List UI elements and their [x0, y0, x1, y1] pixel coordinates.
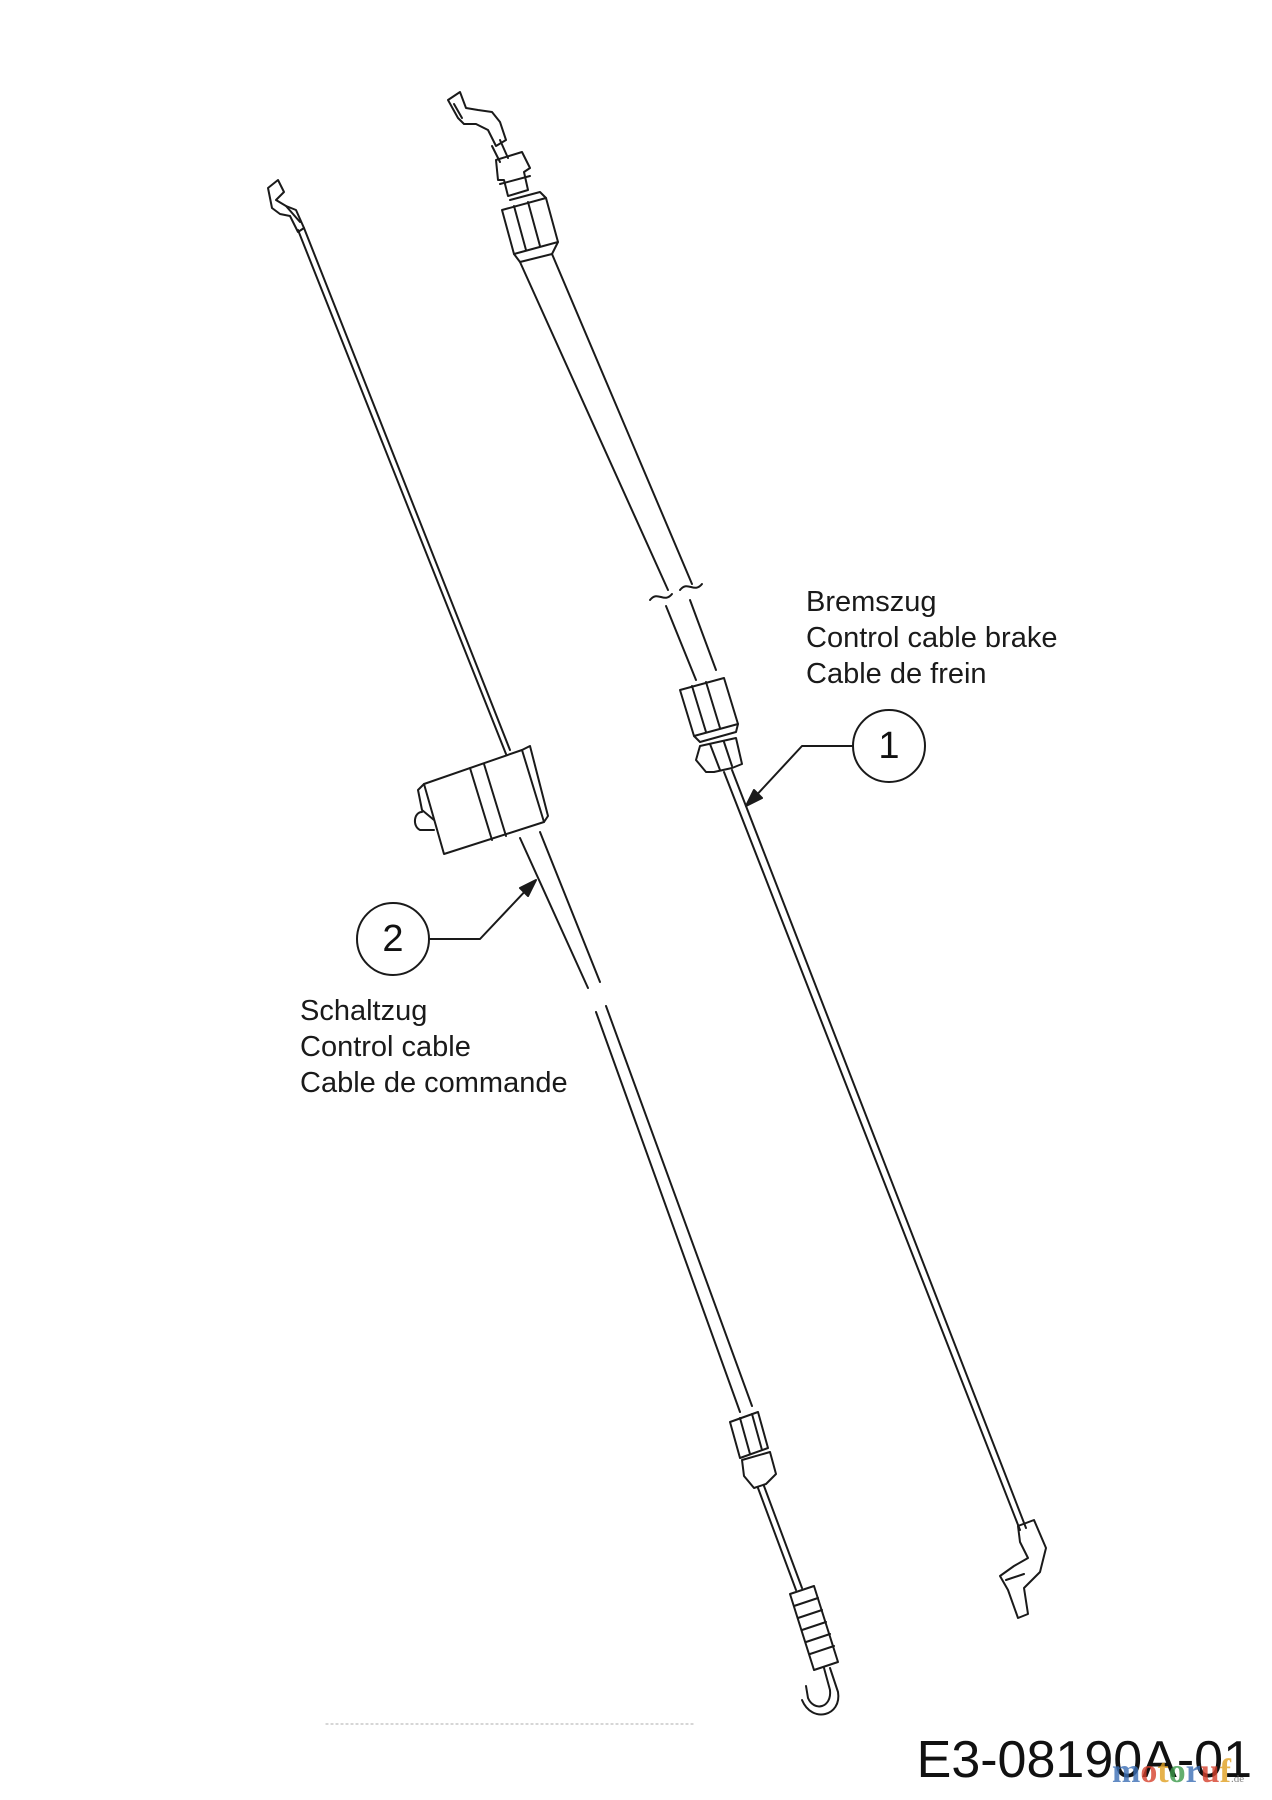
motoruf-watermark-logo: motoruf.de	[1112, 1752, 1244, 1799]
watermark-letter: o	[1168, 1753, 1186, 1790]
part-1-name-fr: Cable de frein	[806, 658, 987, 690]
callout-1	[745, 709, 926, 807]
control-cable-ferrule	[729, 1411, 769, 1459]
part-1-name-en: Control cable brake	[806, 622, 1058, 654]
callout-2-number: 2	[382, 918, 404, 960]
control-cable-clip	[741, 1451, 777, 1489]
part-2-name-en: Control cable	[300, 1031, 471, 1063]
brake-cable-housing-lower	[665, 599, 717, 681]
brake-cable	[447, 91, 1047, 1619]
watermark-letter: o	[1140, 1753, 1158, 1790]
callout-2-leader	[428, 885, 531, 940]
control-cable-end-hook	[805, 1667, 832, 1708]
watermark-letter: f	[1219, 1753, 1231, 1790]
part-1-label: Bremszug Control cable brake Cable de fr…	[806, 584, 1057, 692]
brake-cable-housing-upper	[519, 253, 693, 591]
watermark-letter: t	[1157, 1753, 1169, 1790]
part-1-name-de: Bremszug	[806, 586, 937, 618]
drawing-code: E3-08190A-01	[916, 1731, 1252, 1789]
brake-cable-inner-wire	[723, 769, 1027, 1531]
brake-cable-lower-clip	[695, 737, 743, 773]
brake-cable-top-hook	[447, 91, 507, 147]
watermark-letter: r	[1185, 1753, 1201, 1790]
watermark-letter: m	[1112, 1753, 1141, 1790]
part-2-name-de: Schaltzug	[300, 995, 428, 1027]
control-cable-lower-wire	[757, 1485, 803, 1591]
control-cable	[267, 179, 840, 1716]
brake-cable-bottom-hook	[999, 1519, 1047, 1619]
control-cable-housing-upper	[519, 831, 601, 989]
brake-cable-lower-ferrule	[679, 677, 739, 737]
watermark-letter: u	[1200, 1753, 1220, 1790]
callout-1-arrowhead	[745, 789, 763, 807]
part-2-name-fr: Cable de commande	[300, 1067, 568, 1099]
watermark-suffix: .de	[1231, 1773, 1245, 1785]
control-cable-upper-wire	[297, 227, 511, 755]
control-cable-top-hook	[267, 179, 305, 233]
control-cable-spring	[789, 1585, 839, 1671]
callout-2-arrowhead	[519, 879, 537, 897]
control-cable-housing-lower	[595, 1005, 753, 1413]
brake-cable-upper-clip	[495, 151, 531, 197]
callout-1-leader	[751, 745, 854, 801]
part-2-label: Schaltzug Control cable Cable de command…	[300, 993, 568, 1101]
callout-2	[356, 879, 537, 976]
callout-1-number: 1	[878, 725, 900, 767]
